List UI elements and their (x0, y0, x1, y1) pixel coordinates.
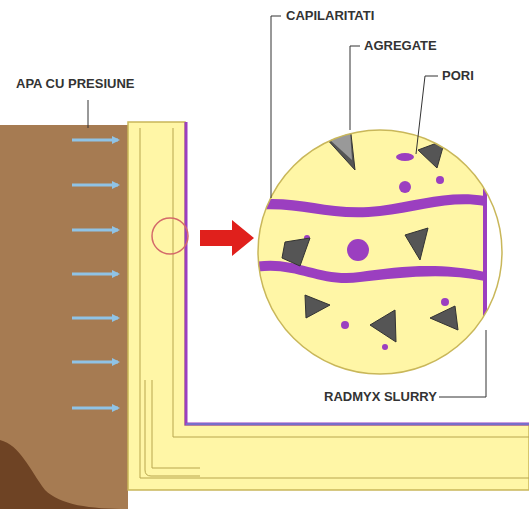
part-label: APA CU PRESIUNE (14, 76, 136, 91)
water-arrows (72, 140, 118, 408)
part-label: CAPILARITATI (284, 8, 376, 23)
slurry-edge (186, 423, 529, 425)
rebar (145, 380, 200, 476)
leader-lines (88, 16, 486, 397)
part-label: PORI (440, 68, 476, 83)
zoom-arrow (200, 220, 254, 256)
magnified-section (250, 120, 514, 390)
soil-ground (0, 440, 128, 509)
part-label: AGREGATE (362, 38, 439, 53)
magnified-outline (258, 130, 502, 374)
detail-marker (152, 218, 188, 254)
part-label: RADMYX SLURRY (322, 389, 439, 404)
soil (0, 125, 128, 509)
